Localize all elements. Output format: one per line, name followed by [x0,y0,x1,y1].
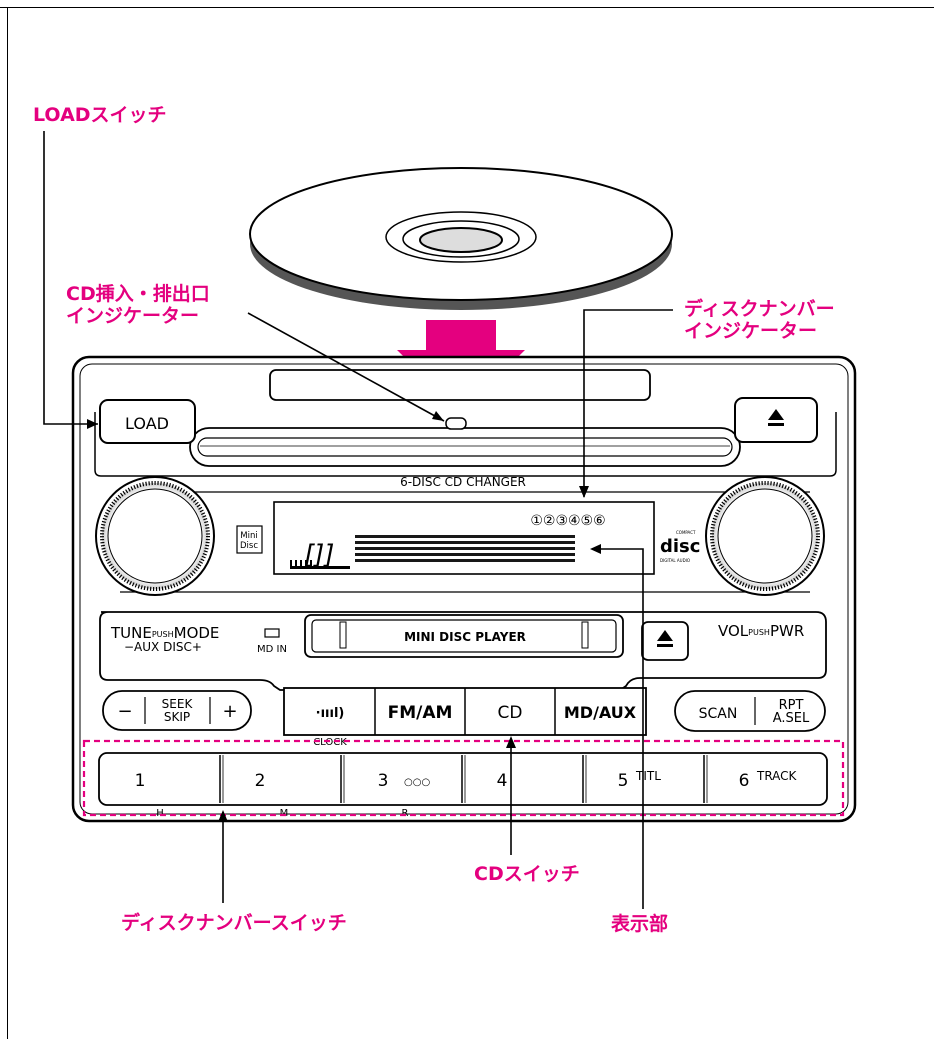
svg-text:Mini: Mini [240,531,257,541]
volume-knob[interactable] [705,476,825,596]
preset-4-number: 4 [497,771,508,791]
asel-label: A.SEL [773,711,810,726]
upper-slot [269,369,651,401]
leader-arrowheads [87,411,601,822]
rpt-label: RPT [779,698,804,713]
lcd-dot-matrix [355,535,575,562]
cd-button[interactable]: CD [466,689,554,734]
sub-label-m: M [280,808,289,819]
seek-skip-rocker[interactable]: − SEEK SKIP + [102,690,252,731]
preset-5-extra: TITL [635,769,661,783]
preset-5-number: 5 [618,771,629,791]
sub-label-h: H [156,808,164,819]
preset-2-number: 2 [255,771,266,791]
cd-label: CD [498,703,523,723]
svg-text:MD IN: MD IN [257,644,287,655]
seek-minus-label: − [117,701,132,722]
display-leader [592,548,644,909]
head-unit-body [71,355,857,823]
frame-top-rule [0,7,934,8]
md-eject-button[interactable] [641,621,689,661]
display-band [120,491,810,593]
load-leader [43,131,98,425]
preset-3-extra: ○○○ [404,777,430,788]
minidisc-badge: Mini Disc [236,525,263,554]
lcd-segment-digits: []] [304,540,334,570]
svg-text:disc: disc [660,536,700,557]
scan-rpt-rocker[interactable]: SCAN RPT A.SEL [674,690,826,732]
skip-label: SKIP [164,710,190,724]
disc-number-indicator-callout: ディスクナンバー インジケーター [684,298,835,342]
cd-slot-indicator-callout: CD挿入・排出口 インジケーター [66,283,210,327]
changer-eject-button[interactable] [734,397,818,443]
svg-text:DIGITAL AUDIO: DIGITAL AUDIO [660,558,690,563]
seek-label: SEEK [162,697,194,711]
changer-label: 6-DISC CD CHANGER [400,475,526,489]
fm-am-button[interactable]: FM/AM [376,689,464,734]
tune-label-group: TUNEPUSHMODE −AUX DISC+ [110,624,219,654]
preset-button-3[interactable]: 3 ○○○ [378,771,431,791]
disc-indicator-leader [583,309,673,497]
cd-slot-indicator-led [445,417,467,430]
frame-left-rule [7,7,8,1039]
md-in-indicator: MD IN [257,628,287,655]
compact-disc-image [249,167,673,310]
preset-3-number: 3 [378,771,389,791]
preset-button-1[interactable]: 1 [135,771,146,791]
load-button[interactable]: LOAD [99,399,196,444]
lcd-display: ①②③④⑤⑥ []] [273,501,655,575]
leader-lines [43,131,673,909]
svg-text:TUNEPUSHMODE: TUNEPUSHMODE [110,624,219,642]
md-aux-label: MD/AUX [564,703,637,722]
disc-number-switch-highlight [82,739,845,817]
preset-button-5[interactable]: 5 TITL [618,769,662,791]
load-button-label: LOAD [125,414,169,433]
cd-changer-housing [94,412,837,477]
md-slot-label: MINI DISC PLAYER [404,630,526,644]
md-aux-button[interactable]: MD/AUX [556,689,645,734]
preset-1-number: 1 [135,771,146,791]
sound-icon: ·ıııl) [316,706,345,721]
preset-button-6[interactable]: 6 TRACK [739,769,798,791]
compact-disc-logo: disc COMPACT DIGITAL AUDIO [660,530,700,563]
load-switch-callout: LOADスイッチ [33,104,167,126]
disc-number-switch-callout: ディスクナンバースイッチ [121,912,347,934]
preset-button-2[interactable]: 2 [255,771,266,791]
cd-switch-callout: CDスイッチ [474,863,580,885]
clock-label: CLOCK [313,737,347,748]
fm-am-label: FM/AM [388,703,453,723]
sound-button[interactable]: ·ıııl) [285,689,374,734]
tune-knob[interactable] [95,476,215,596]
lcd-disc-numbers: ①②③④⑤⑥ [530,513,605,529]
svg-text:−AUX DISC+: −AUX DISC+ [124,640,202,654]
svg-text:COMPACT: COMPACT [676,530,696,535]
svg-text:Disc: Disc [240,541,258,551]
svg-text:VOLPUSHPWR: VOLPUSHPWR [718,622,804,640]
preset-button-4[interactable]: 4 [497,771,508,791]
function-button-bar [283,687,647,736]
preset-6-number: 6 [739,771,750,791]
display-callout: 表示部 [611,913,669,935]
preset-button-bar [98,752,828,806]
eject-icon [768,409,784,426]
eject-icon [657,630,673,647]
sub-label-r: R [402,808,409,819]
cd-slot-leader [247,312,445,422]
scan-label: SCAN [699,706,738,722]
seek-plus-label: + [222,701,237,722]
vol-label-group: VOLPUSHPWR [718,622,804,640]
md-slot[interactable]: MINI DISC PLAYER [304,614,624,658]
preset-6-extra: TRACK [756,769,798,783]
